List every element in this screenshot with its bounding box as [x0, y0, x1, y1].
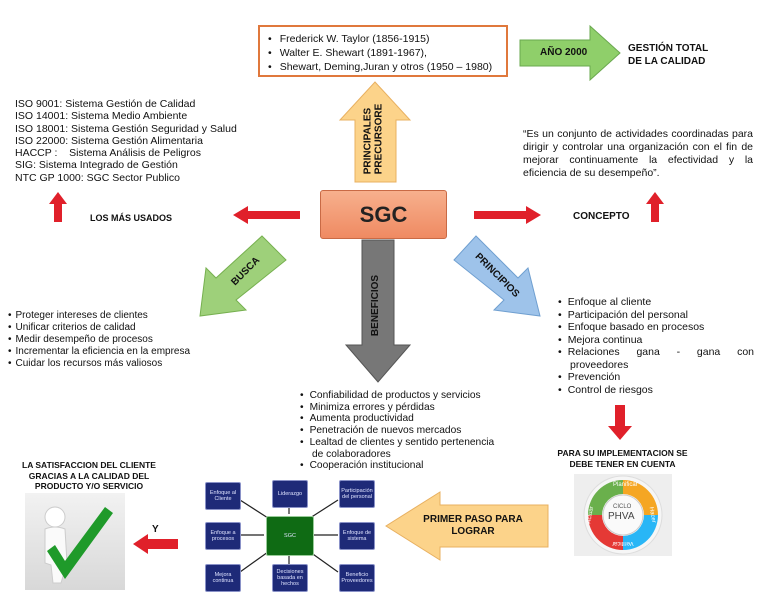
red-arrow-y [133, 534, 178, 554]
network-node: Enfoque a procesos [205, 522, 241, 550]
year-label: AÑO 2000 [540, 47, 588, 58]
label-line: PRECURSORE [373, 103, 385, 175]
busca-list: Proteger intereses de clientes Unificar … [8, 310, 191, 370]
precursor-item: Frederick W. Taylor (1856-1915) [268, 32, 498, 46]
iso-item: ISO 9001: Sistema Gestión de Calidad [15, 98, 196, 110]
iso-item: ISO 22000: Sistema Gestión Alimentaria [15, 134, 203, 147]
beneficio-item: Aumenta productividad [300, 413, 500, 425]
first-step-label: PRIMER PASO PARA LOGRAR [423, 514, 523, 537]
beneficio-item: Lealtad de clientes y sentido pertenenci… [300, 437, 500, 460]
busca-item: Medir desempeño de procesos [8, 334, 190, 346]
precursor-item: Walter E. Shewart (1891-1967), [268, 46, 498, 60]
most-used-label: LOS MÁS USADOS [90, 213, 173, 223]
beneficios-arrow [344, 239, 412, 383]
precursors-arrow-label: PRINCIPALES PRECURSORE [362, 104, 384, 175]
tqm-line: DE LA CALIDAD [628, 56, 706, 67]
network-node: Enfoque al Cliente [205, 482, 241, 510]
red-arrow-left [233, 206, 300, 224]
concept-text: “Es un conjunto de actividades coordinad… [523, 128, 753, 179]
beneficio-item: Cooperación institucional [300, 460, 500, 472]
precursors-arrow [338, 81, 412, 183]
network-node: Participación del personal [339, 480, 375, 508]
implementation-label: PARA SU IMPLEMENTACION SE DEBE TENER EN … [557, 448, 688, 469]
network-node: Enfoque de sistema [339, 522, 375, 550]
busca-arrow [199, 235, 287, 317]
cycle-segment: Planificar [613, 482, 638, 488]
cycle-segment: Verificar [612, 540, 634, 546]
busca-item: Unificar criterios de calidad [8, 322, 190, 334]
label-line: PRINCIPALES [362, 107, 374, 175]
beneficios-label: BENEFICIOS [370, 274, 382, 337]
iso-item: HACCP : Sistema Análisis de Peligros [15, 147, 201, 160]
precursor-item: Shewart, Deming,Juran y otros (1950 – 19… [268, 60, 498, 74]
principles-network: Enfoque al Cliente Liderazgo Participaci… [200, 478, 378, 592]
iso-list: ISO 9001: Sistema Gestión de Calidad ISO… [15, 98, 237, 184]
red-arrow-down [608, 405, 632, 440]
satisfaction-image [25, 493, 125, 590]
concept-label: CONCEPTO [573, 211, 630, 222]
tqm-label: GESTIÓN TOTAL DE LA CALIDAD [628, 42, 708, 68]
network-node: Mejora continua [205, 564, 241, 592]
beneficio-item: Confiabilidad de productos y servicios [300, 390, 500, 402]
principio-item: Enfoque basado en procesos [558, 321, 754, 334]
network-center: SGC [266, 516, 314, 556]
principios-arrow [453, 235, 541, 317]
network-node: Liderazgo [272, 480, 308, 508]
principio-item: Participación del personal [558, 309, 754, 322]
iso-item: NTC GP 1000: SGC Sector Publico [15, 171, 180, 184]
principio-item: Enfoque al cliente [558, 296, 754, 309]
busca-item: Proteger intereses de clientes [8, 310, 190, 322]
principio-item: Prevención [558, 371, 754, 384]
iso-item: SIG: Sistema Integrado de Gestión [15, 159, 178, 172]
principio-item: Relaciones gana - gana con proveedores [558, 346, 754, 371]
tqm-line: GESTIÓN TOTAL [628, 43, 709, 54]
beneficios-list: Confiabilidad de productos y servicios M… [300, 390, 500, 472]
principios-list: Enfoque al cliente Participación del per… [558, 296, 754, 396]
red-arrow-up-left [49, 192, 67, 222]
connector-y: Y [152, 524, 159, 535]
iso-item: ISO 14001: Sistema Medio Ambiente [15, 110, 188, 123]
beneficio-item: Penetración de nuevos mercados [300, 425, 500, 437]
network-node: Beneficio Proveedores [339, 564, 375, 592]
busca-item: Cuidar los recursos más valiosos [8, 358, 190, 370]
phva-cycle-image: CICLO PHVA Planificar Hacer Verificar Ac… [574, 474, 672, 556]
principio-item: Control de riesgos [558, 384, 754, 397]
beneficio-item: Minimiza errores y pérdidas [300, 402, 500, 414]
satisfaction-title: LA SATISFACCION DEL CLIENTE GRACIAS A LA… [22, 460, 156, 491]
phva-cycle-icon [583, 475, 663, 555]
busca-item: Incrementar la eficiencia en la empresa [8, 346, 191, 358]
cycle-title: PHVA [608, 511, 635, 522]
checkmark-person-icon [44, 506, 113, 584]
year-2000-arrow [519, 24, 621, 82]
cycle-small: CICLO [613, 504, 632, 510]
principio-item: Mejora continua [558, 334, 754, 347]
first-step-arrow [385, 491, 549, 561]
iso-item: ISO 18001: Sistema Gestión Seguridad y S… [15, 122, 237, 135]
network-node: Decisiones basada en hechos [272, 564, 308, 592]
red-arrow-up-right [646, 192, 664, 222]
sgc-center: SGC [320, 190, 447, 239]
red-arrow-right [474, 206, 541, 224]
precursors-box: Frederick W. Taylor (1856-1915) Walter E… [258, 25, 508, 77]
